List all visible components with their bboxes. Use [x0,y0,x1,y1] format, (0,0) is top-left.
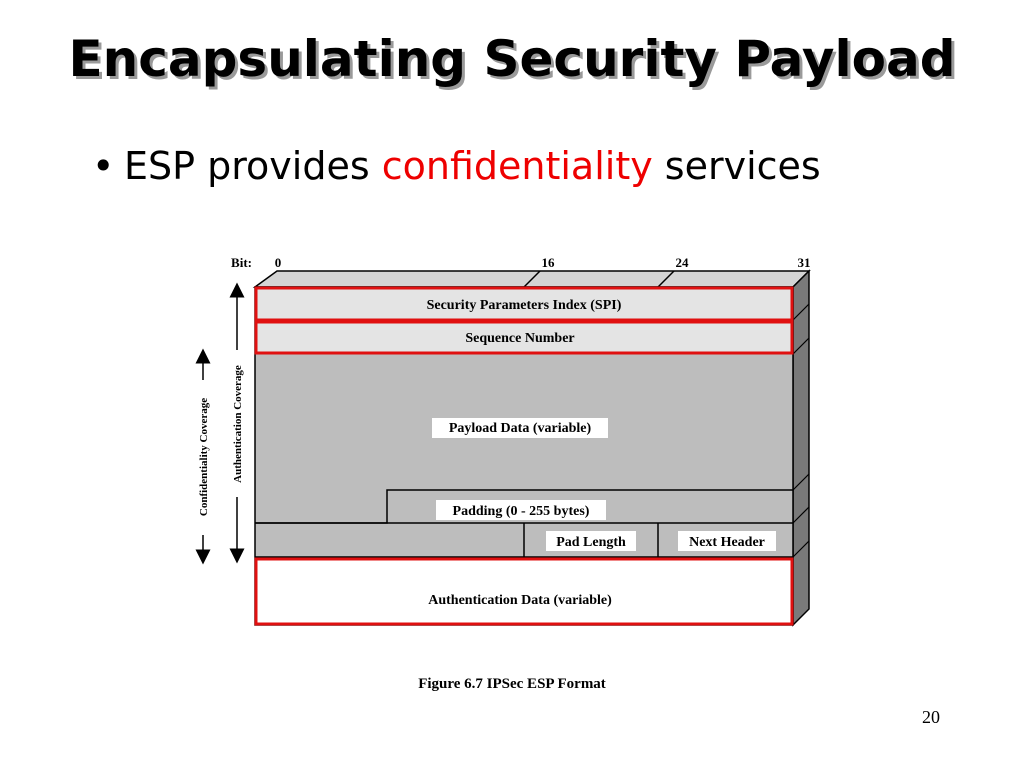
side-line-3 [792,473,810,491]
bit-label: Bit: [231,255,252,270]
slide-title: Encapsulating Security Payload [68,30,956,88]
padding-label-box [436,500,606,520]
sequence-label: Sequence Number [465,331,574,346]
auth-data-row [254,557,794,626]
bit-mark-31: 31 [798,255,811,270]
spi-row [254,286,794,322]
bullet-highlight: confidentiality [381,144,653,188]
auth-coverage-label: Authentication Coverage [232,365,244,483]
side-line-4 [792,506,810,524]
top-face-tick-24 [657,270,675,288]
pad-length-label-box [546,531,636,551]
spi-label: Security Parameters Index (SPI) [427,298,622,313]
diagram-side-face [792,269,810,627]
side-line-2 [792,337,810,355]
bullet-text-before: ESP provides [124,144,382,188]
next-header-label: Next Header [689,535,765,550]
conf-coverage-label: Confidentiality Coverage [198,398,210,516]
sequence-row [254,320,794,355]
payload-label: Payload Data (variable) [449,421,592,436]
payload-label-box [432,418,608,438]
padding-label: Padding (0 - 255 bytes) [453,504,590,519]
bit-mark-24: 24 [676,255,690,270]
bullet-point: •ESP provides confidentiality services [92,144,821,188]
auth-data-label: Authentication Data (variable) [428,593,612,608]
bit-mark-16: 16 [542,255,556,270]
pad-length-label: Pad Length [556,535,626,550]
bullet-marker: • [92,144,115,188]
page-number: 20 [922,707,940,727]
bullet-text-after: services [652,144,821,188]
top-face-tick-16 [523,270,541,288]
side-line-5 [792,540,810,558]
bit-mark-0: 0 [275,255,282,270]
side-line-1 [792,303,810,321]
next-header-label-box [678,531,776,551]
figure-caption: Figure 6.7 IPSec ESP Format [418,676,606,692]
